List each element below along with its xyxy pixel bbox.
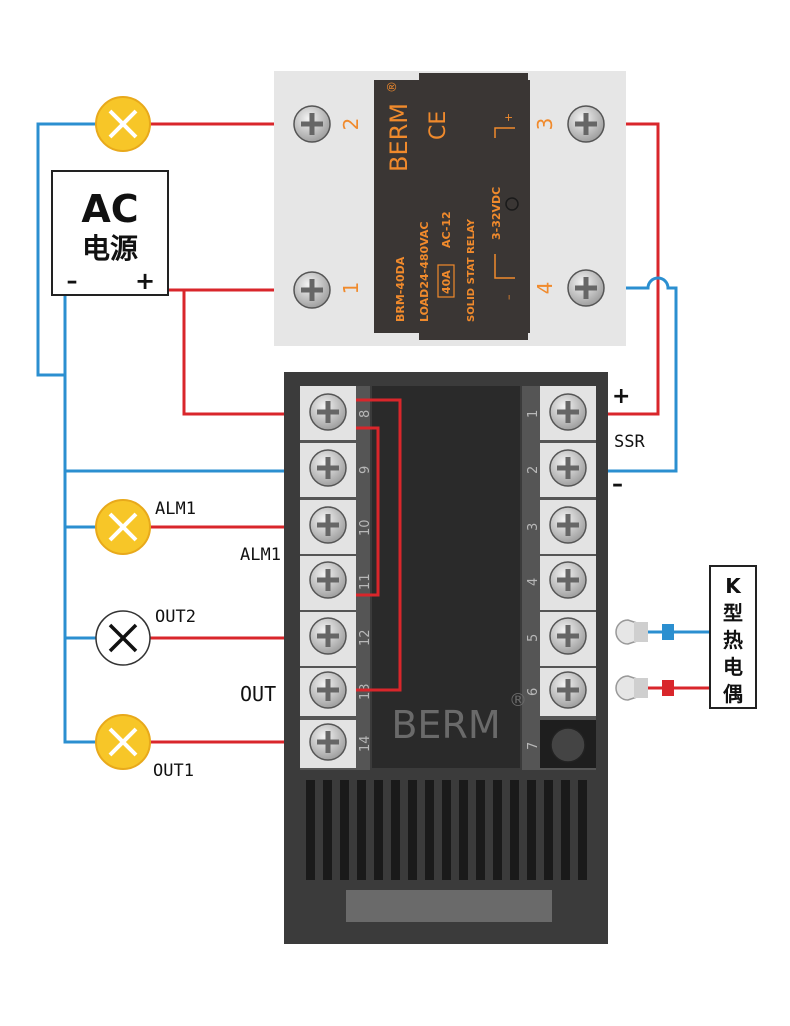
controller-terminal-9: 9 bbox=[358, 466, 373, 474]
power-label: 电源 bbox=[82, 232, 138, 265]
alm1-mid-label: ALM1 bbox=[240, 545, 281, 565]
lamp-out2 bbox=[95, 610, 151, 666]
relay-registered: ® bbox=[385, 81, 399, 93]
controller-terminal-4: 4 bbox=[526, 578, 541, 586]
controller-terminal-6: 6 bbox=[526, 688, 541, 696]
relay-terminal-2: 2 bbox=[339, 118, 363, 131]
solid-state-relay: 2 1 3 4 BERM ® CE BRM-40DA LOAD24-480VAC… bbox=[274, 71, 626, 346]
thermocouple-connectors bbox=[615, 619, 674, 701]
relay-type: SOLID STAT RELAY bbox=[466, 218, 477, 322]
out-label: OUT bbox=[240, 682, 276, 706]
lamp-out1 bbox=[94, 713, 152, 771]
relay-ce-mark: CE bbox=[426, 111, 451, 140]
relay-screw-4 bbox=[567, 269, 605, 307]
controller-label-plate bbox=[346, 890, 552, 922]
ssr-plus-label: + bbox=[612, 384, 630, 409]
wires bbox=[36, 122, 712, 744]
relay-screw-2 bbox=[293, 105, 331, 143]
relay-input: 3-32VDC bbox=[490, 187, 503, 240]
relay-input-minus: – bbox=[502, 295, 515, 301]
ssr-label: SSR bbox=[614, 432, 645, 452]
relay-terminal-1: 1 bbox=[339, 282, 363, 295]
controller-terminal-7: 7 bbox=[526, 742, 541, 750]
controller-terminal-11: 11 bbox=[358, 573, 373, 590]
k-type-thermocouple-box: K 型 热 电 偶 bbox=[709, 565, 757, 709]
right-terminals: 1 2 3 4 5 6 7 bbox=[526, 386, 596, 768]
thermocouple-char-5: 偶 bbox=[723, 682, 743, 706]
temperature-controller: 8 9 10 11 12 13 14 1 2 3 4 bbox=[284, 372, 608, 944]
controller-terminal-5: 5 bbox=[526, 634, 541, 642]
controller-button bbox=[550, 727, 586, 763]
relay-model: BRM-40DA bbox=[394, 256, 407, 322]
ac-minus-label: – bbox=[67, 269, 78, 294]
ac-label: AC bbox=[81, 187, 138, 231]
out1-label: OUT1 bbox=[153, 761, 194, 781]
relay-input-plus: + bbox=[502, 113, 515, 122]
lamp-power-indicator bbox=[94, 95, 152, 153]
relay-screw-1 bbox=[293, 271, 331, 309]
out2-label: OUT2 bbox=[155, 607, 196, 627]
relay-brand: BERM bbox=[385, 103, 413, 172]
controller-terminal-10: 10 bbox=[358, 519, 373, 536]
ac-power-source: AC 电源 – + bbox=[51, 170, 169, 296]
relay-current: 40A bbox=[440, 270, 453, 294]
relay-screw-3 bbox=[567, 105, 605, 143]
relay-terminal-4: 4 bbox=[533, 282, 557, 295]
controller-registered: ® bbox=[509, 690, 527, 711]
controller-terminal-14: 14 bbox=[358, 735, 373, 752]
lamp-alm1 bbox=[94, 498, 152, 556]
ac-plus-label: + bbox=[135, 267, 155, 295]
relay-load: LOAD24-480VAC bbox=[418, 221, 431, 322]
ssr-minus-label: – bbox=[612, 472, 623, 497]
controller-terminal-12: 12 bbox=[358, 629, 373, 646]
controller-brand: BERM bbox=[391, 703, 500, 747]
controller-terminal-1: 1 bbox=[526, 410, 541, 418]
left-terminals: 8 9 10 11 12 13 14 bbox=[300, 386, 373, 768]
thermocouple-char-2: 型 bbox=[723, 601, 743, 625]
relay-ac-rating: AC-12 bbox=[440, 211, 453, 248]
controller-terminal-8: 8 bbox=[358, 410, 373, 418]
controller-terminal-2: 2 bbox=[526, 466, 541, 474]
controller-terminal-13: 13 bbox=[358, 683, 373, 700]
controller-vents bbox=[306, 780, 587, 880]
thermocouple-char-3: 热 bbox=[723, 628, 743, 652]
thermocouple-char-1: K bbox=[725, 574, 742, 598]
relay-led bbox=[505, 197, 519, 211]
alm1-top-label: ALM1 bbox=[155, 499, 196, 519]
controller-terminal-3: 3 bbox=[526, 523, 541, 531]
relay-terminal-3: 3 bbox=[533, 118, 557, 131]
thermocouple-char-4: 电 bbox=[723, 655, 743, 679]
